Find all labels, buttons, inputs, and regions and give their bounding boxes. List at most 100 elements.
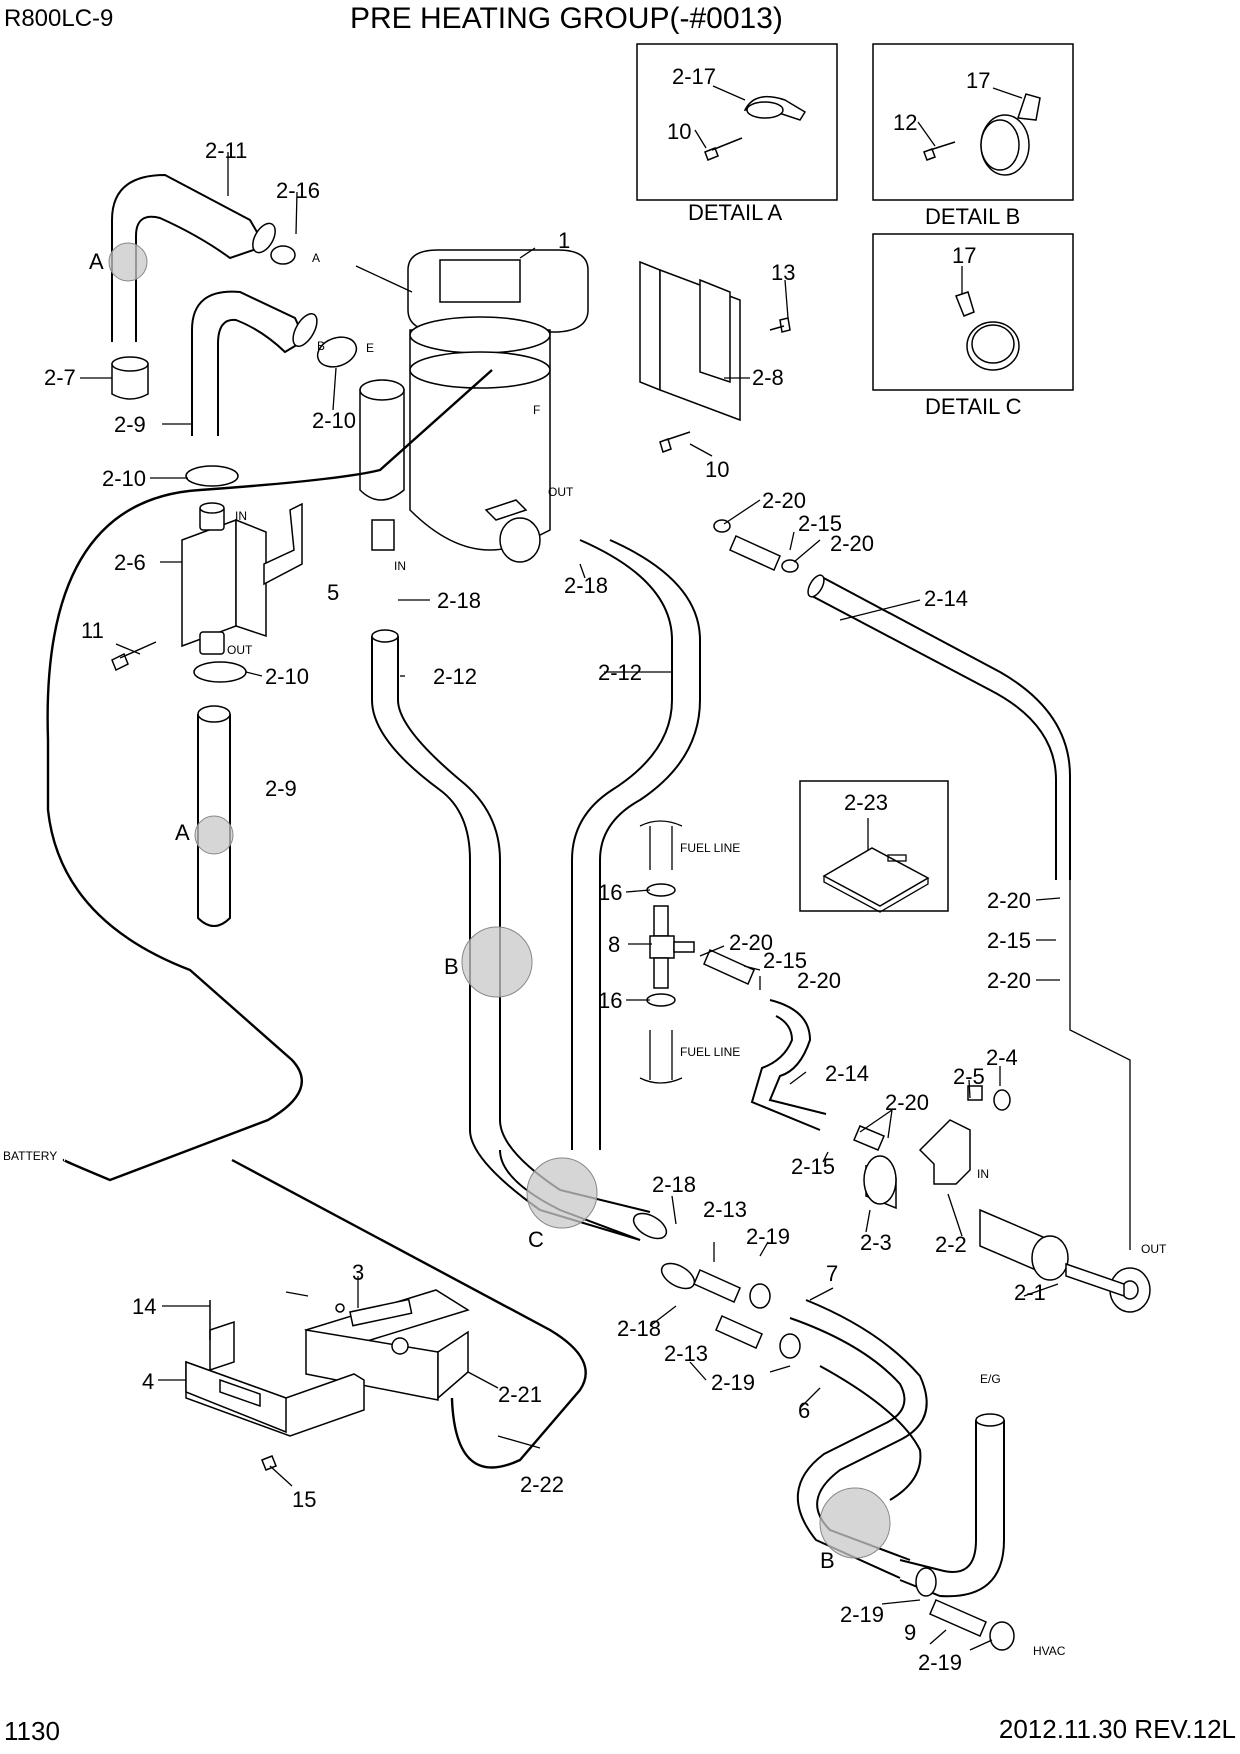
label-part-3: 3 [352, 1260, 364, 1285]
marker-in-muffler: IN [235, 509, 247, 523]
detail-b: 17 12 DETAIL B [872, 43, 1074, 229]
marker-a: A [312, 251, 320, 265]
marker-out-muffler: OUT [227, 643, 253, 657]
marker-f: F [533, 403, 540, 417]
marker-out-pump: OUT [1141, 1242, 1167, 1256]
detail-b-part-17: 17 [966, 68, 990, 93]
label-part-2-13-upper: 2-13 [703, 1197, 747, 1222]
revision-date: 2012.11.30 REV.12L [999, 1714, 1236, 1744]
label-part-2-15-fuel: 2-15 [763, 948, 807, 973]
label-part-2-20-c: 2-20 [987, 888, 1031, 913]
marker-eg: E/G [980, 1372, 1001, 1386]
callout-b-lower: B [820, 1548, 835, 1573]
hose-2-14-upper [807, 574, 1071, 880]
callout-b-middle: B [444, 954, 459, 979]
label-part-2-15-top: 2-15 [798, 511, 842, 536]
label-part-2-18-heater: 2-18 [437, 588, 481, 613]
label-part-7: 7 [826, 1261, 838, 1286]
label-part-2-5: 2-5 [953, 1064, 985, 1089]
label-part-2-18-lower: 2-18 [617, 1316, 661, 1341]
marker-battery: BATTERY [3, 1149, 57, 1163]
model-name: R800LC-9 [4, 5, 113, 32]
marker-e: E [366, 341, 374, 355]
label-part-2-13-lower: 2-13 [664, 1341, 708, 1366]
marker-fuel-line-bottom: FUEL LINE [680, 1045, 740, 1059]
label-part-13: 13 [771, 260, 795, 285]
hose-2-9-lower [197, 705, 231, 927]
fuel-line-group [639, 820, 827, 1131]
hose-2-12-main [371, 539, 701, 1290]
label-part-10: 10 [705, 457, 729, 482]
label-part-2-20-b: 2-20 [830, 531, 874, 556]
label-part-2-12-left: 2-12 [433, 664, 477, 689]
marker-in-pump: IN [977, 1167, 989, 1181]
controller-3 [304, 1289, 470, 1401]
label-part-2-14-upper: 2-14 [924, 586, 968, 611]
label-part-2-8: 2-8 [752, 365, 784, 390]
detail-a-part-10: 10 [667, 119, 691, 144]
marker-out-heater: OUT [548, 485, 574, 499]
label-part-2-9-lower: 2-9 [265, 776, 297, 801]
detail-a: 2-17 10 DETAIL A [636, 43, 838, 225]
label-part-2-1: 2-1 [1014, 1280, 1046, 1305]
label-part-2-10-heater: 2-10 [312, 408, 356, 433]
label-part-2-20-g: 2-20 [885, 1090, 929, 1115]
label-part-2-14-lower: 2-14 [825, 1061, 869, 1086]
detail-c-part-17: 17 [952, 243, 976, 268]
label-part-2-4: 2-4 [986, 1045, 1018, 1070]
detail-a-title: DETAIL A [688, 200, 782, 225]
page-number: 1130 [4, 1716, 60, 1746]
label-part-16-lower: 16 [598, 988, 622, 1013]
label-part-2-20-f: 2-20 [797, 968, 841, 993]
label-part-2-19-middle: 2-19 [711, 1370, 755, 1395]
label-part-2-22: 2-22 [520, 1472, 564, 1497]
label-part-1: 1 [558, 228, 570, 253]
callout-a-lower: A [175, 820, 190, 845]
hose-2-11 [111, 173, 276, 342]
label-part-2-12-right: 2-12 [598, 660, 642, 685]
heater-1 [355, 249, 589, 563]
label-part-2-20-a: 2-20 [762, 488, 806, 513]
marker-b: B [317, 339, 325, 353]
callout-a-top: A [89, 249, 104, 274]
marker-fuel-line-top: FUEL LINE [680, 841, 740, 855]
label-part-8: 8 [608, 932, 620, 957]
label-part-2-15-right: 2-15 [987, 928, 1031, 953]
label-part-2-20-e: 2-20 [729, 930, 773, 955]
clamp-2-10-top [185, 245, 358, 683]
label-part-2-10-left: 2-10 [102, 466, 146, 491]
wiring-harness [46, 369, 587, 1469]
detail-a-part-2-17: 2-17 [672, 64, 716, 89]
muffler-2-6 [111, 502, 303, 672]
label-part-5: 5 [327, 580, 339, 605]
label-part-2-19-bottom: 2-19 [918, 1650, 962, 1675]
label-part-2-6: 2-6 [114, 550, 146, 575]
label-part-14: 14 [132, 1294, 156, 1319]
hose-2-15-upper [713, 519, 799, 573]
label-part-2-20-d: 2-20 [987, 968, 1031, 993]
label-part-11: 11 [81, 618, 104, 643]
cap-2-7 [111, 356, 149, 400]
label-part-2-10-muffler: 2-10 [265, 664, 309, 689]
label-part-2-23: 2-23 [844, 790, 888, 815]
label-part-16-upper: 16 [598, 880, 622, 905]
marker-hvac: HVAC [1033, 1644, 1066, 1658]
label-part-2-19-lower: 2-19 [840, 1602, 884, 1627]
callout-circles [108, 242, 891, 1559]
label-part-2-9-upper: 2-9 [114, 412, 146, 437]
label-part-2-21: 2-21 [498, 1382, 542, 1407]
detail-c: 17 DETAIL C [872, 233, 1074, 419]
label-part-2-19-upper: 2-19 [746, 1224, 790, 1249]
page-title: PRE HEATING GROUP(-#0013) [350, 2, 783, 35]
hose-2-9-upper [191, 290, 318, 436]
label-part-2-2: 2-2 [935, 1232, 967, 1257]
label-part-15: 15 [292, 1487, 316, 1512]
manual-box [799, 780, 949, 913]
label-part-2-16: 2-16 [276, 178, 320, 203]
label-part-2-3: 2-3 [860, 1230, 892, 1255]
leader-lines [80, 152, 1061, 1651]
label-part-4: 4 [142, 1369, 154, 1394]
detail-c-title: DETAIL C [925, 394, 1022, 419]
detail-b-title: DETAIL B [925, 204, 1020, 229]
